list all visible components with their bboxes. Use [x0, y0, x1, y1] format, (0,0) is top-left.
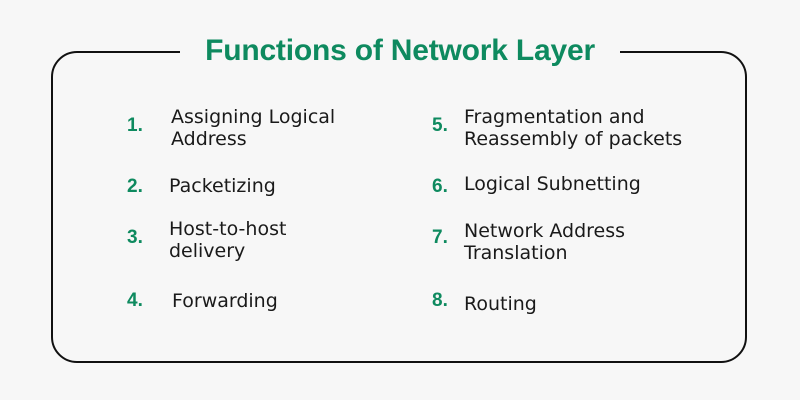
item-4-number: 4.	[127, 290, 143, 311]
item-8-label: Routing	[464, 293, 537, 315]
item-7-label-line-1: Network Address	[464, 220, 626, 242]
item-3-label-line-2: delivery	[169, 240, 246, 262]
item-2-number: 2.	[127, 176, 143, 197]
item-5-number: 5.	[432, 115, 448, 136]
item-8-number: 8.	[432, 290, 448, 311]
item-4-label: Forwarding	[172, 290, 278, 312]
content-frame	[51, 51, 747, 363]
item-1-number: 1.	[127, 115, 143, 136]
item-1-label-line-1: Assigning Logical	[171, 106, 336, 128]
item-1-label-line-2: Address	[171, 128, 247, 150]
item-7-label-line-2: Translation	[464, 242, 568, 264]
item-5-label-line-2: Reassembly of packets	[464, 128, 683, 150]
page-title: Functions of Network Layer	[180, 28, 620, 74]
item-6-number: 6.	[432, 176, 448, 197]
item-7-number: 7.	[432, 227, 448, 248]
item-6-label: Logical Subnetting	[464, 173, 641, 195]
item-2-label: Packetizing	[169, 175, 276, 197]
item-3-number: 3.	[127, 227, 143, 248]
item-5-label-line-1: Fragmentation and	[464, 106, 645, 128]
item-3-label-line-1: Host-to-host	[169, 218, 287, 240]
